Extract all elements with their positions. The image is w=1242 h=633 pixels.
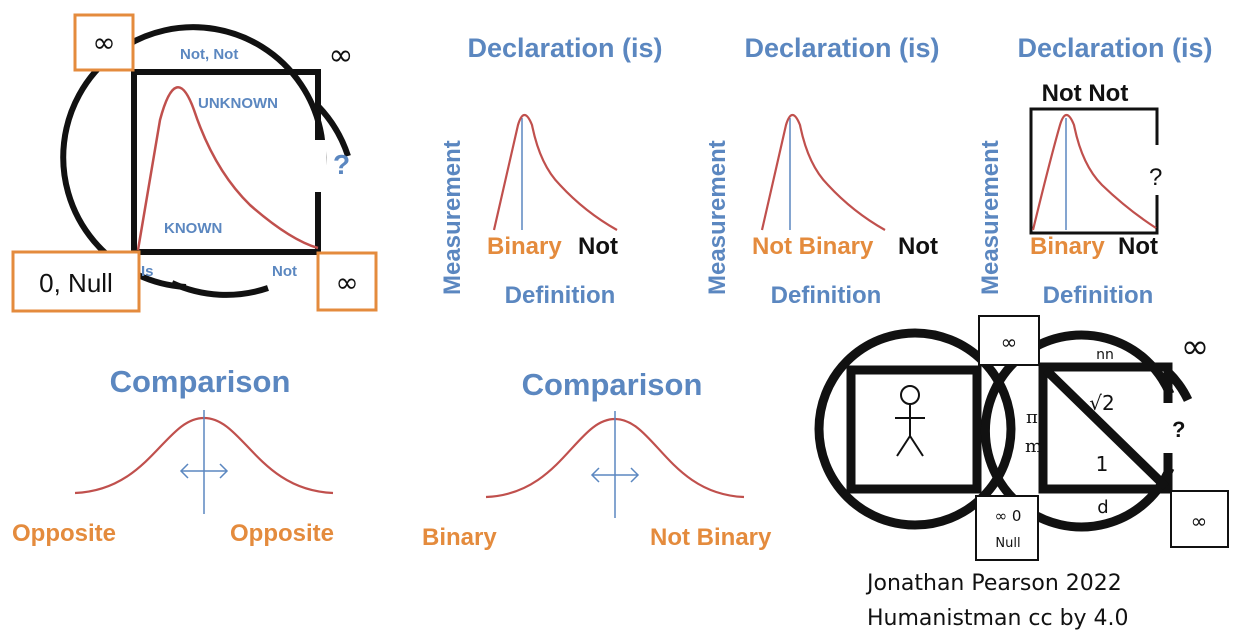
one-label: 1	[1096, 452, 1109, 476]
nn-label: nn	[1096, 347, 1114, 363]
panel-xlabel: Definition	[771, 282, 882, 309]
panel-curve	[492, 113, 618, 231]
m-label: m	[1025, 436, 1042, 457]
pi-label: π	[1026, 407, 1038, 428]
is-label: Is	[141, 263, 154, 280]
logo-right-square-gap	[1160, 403, 1176, 453]
left-label: Not Binary	[752, 233, 874, 260]
logo-left-circle	[814, 328, 1016, 530]
declaration-panel-1: Declaration (is) Measurement Binary Not …	[439, 33, 663, 309]
root2-label: √2	[1089, 391, 1114, 415]
comparison-1: Comparison Opposite Opposite	[12, 364, 334, 547]
infinity-icon: ∞	[1191, 509, 1208, 533]
null-label: Null	[995, 536, 1020, 551]
double-arrow-icon	[590, 467, 640, 483]
left-label: Binary	[422, 524, 497, 551]
infinity-icon: ∞	[1181, 327, 1209, 367]
panel-curve	[1031, 113, 1157, 231]
main-circle-bottom	[170, 280, 269, 298]
comparison-title: Comparison	[522, 367, 703, 402]
right-label: Not	[898, 233, 938, 260]
not-not-label: Not, Not	[180, 46, 238, 63]
panel-xlabel: Definition	[1043, 282, 1154, 309]
logo: ? nn √2 π m 1 d ∞ ∞ 0 Null ∞ ∞	[814, 315, 1229, 561]
infinity-zero-label: ∞ 0	[995, 507, 1022, 525]
infinity-icon: ∞	[92, 26, 115, 59]
panel-ylabel: Measurement	[439, 140, 466, 295]
panel-title: Declaration (is)	[1017, 33, 1212, 63]
right-label: Not	[1118, 233, 1158, 260]
logo-right-circle	[981, 330, 1175, 532]
null-box	[11, 250, 141, 313]
right-label: Opposite	[230, 520, 334, 547]
left-label: Binary	[487, 233, 562, 260]
left-label: Binary	[1030, 233, 1105, 260]
not-label: Not	[272, 263, 297, 280]
panel-title: Declaration (is)	[467, 33, 662, 63]
unknown-label: UNKNOWN	[198, 95, 278, 112]
comparison-title: Comparison	[110, 364, 291, 399]
logo-left-square	[846, 365, 982, 494]
question-mark: ?	[1149, 164, 1162, 191]
infinity-box-top	[978, 315, 1040, 366]
logo-diagonal	[1042, 366, 1170, 491]
comparison-2: Comparison Binary Not Binary	[422, 367, 772, 551]
main-curve	[136, 86, 319, 251]
panel-xlabel: Definition	[505, 282, 616, 309]
infinity-icon: ∞	[329, 38, 354, 73]
panel-ylabel: Measurement	[704, 140, 731, 295]
known-label: KNOWN	[164, 220, 222, 237]
panel-top-label: Not Not	[1042, 80, 1129, 107]
panel-frame-gap	[1152, 145, 1162, 195]
infinity-icon: ∞	[1001, 330, 1018, 354]
declaration-panel-3: Declaration (is) Not Not Measurement ? B…	[977, 33, 1213, 309]
infinity-box-bottom-right	[316, 251, 378, 312]
credit-line-1: Jonathan Pearson 2022	[865, 571, 1122, 596]
right-label: Not Binary	[650, 524, 772, 551]
main-square-gap	[312, 140, 326, 192]
question-mark: ?	[1172, 417, 1185, 442]
declaration-panel-2: Declaration (is) Measurement Not Binary …	[704, 33, 940, 309]
question-mark: ?	[333, 149, 350, 180]
panel-title: Declaration (is)	[744, 33, 939, 63]
stick-figure-icon	[895, 385, 925, 457]
infinity-box-top-left	[73, 13, 135, 72]
infinity-box-right	[1170, 490, 1229, 548]
null-box-label: 0, Null	[39, 268, 113, 298]
infinity-icon: ∞	[335, 266, 358, 299]
infinity-zero-null-box	[975, 495, 1039, 561]
left-label: Opposite	[12, 520, 116, 547]
panel-ylabel: Measurement	[977, 140, 1004, 295]
right-label: Not	[578, 233, 618, 260]
double-arrow-icon	[179, 463, 229, 479]
main-diagram: ? Not, Not UNKNOWN KNOWN Is Not ∞ ∞ 0, N…	[11, 13, 378, 313]
panel-curve	[760, 113, 886, 231]
d-label: d	[1097, 497, 1108, 518]
credit-line-2: Humanistman cc by 4.0	[867, 606, 1129, 631]
